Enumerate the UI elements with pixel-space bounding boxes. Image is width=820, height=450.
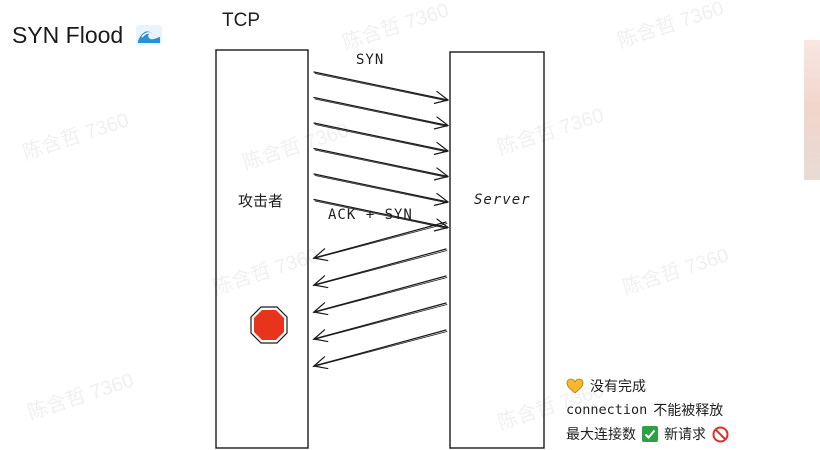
note-line-3: 最大连接数 新请求 (566, 422, 729, 446)
syn-arrow (313, 71, 449, 104)
ack-syn-label: ACK + SYN (328, 207, 413, 223)
syn-arrows (313, 71, 449, 232)
attacker-label: 攻击者 (238, 193, 284, 210)
no-entry-icon (712, 426, 729, 442)
syn-arrow (313, 147, 449, 181)
page-title: SYN Flood (12, 22, 162, 49)
server-box (449, 51, 545, 449)
note-line-1: 没有完成 (566, 374, 729, 398)
syn-arrow (313, 198, 449, 232)
stop-sign-icon (250, 306, 288, 344)
note-cannot-release-text: 不能被释放 (653, 402, 724, 418)
syn-arrow (313, 96, 449, 130)
ack-syn-arrow (312, 302, 448, 343)
edge-image-strip (804, 40, 820, 180)
syn-arrow (313, 173, 449, 206)
ack-syn-arrow (312, 221, 448, 262)
ack-syn-arrows (312, 221, 448, 370)
note-connection-code: connection (566, 402, 648, 418)
ack-syn-arrow (312, 275, 448, 316)
heart-icon (566, 378, 584, 394)
notes-block: 没有完成 connection 不能被释放 最大连接数 新请求 (566, 374, 729, 446)
title-text: SYN Flood (12, 22, 124, 48)
note-incomplete-text: 没有完成 (590, 378, 646, 394)
syn-label: SYN (356, 52, 385, 68)
check-icon (642, 426, 658, 442)
ack-syn-arrow (312, 248, 448, 289)
note-max-connections-text: 最大连接数 (566, 426, 636, 442)
protocol-label: TCP (222, 10, 260, 31)
server-label: Server (474, 192, 531, 208)
syn-arrow (313, 122, 449, 155)
water-wave-icon (135, 25, 162, 45)
ack-syn-arrow (312, 329, 448, 370)
note-line-2: connection 不能被释放 (566, 398, 729, 422)
note-new-request-text: 新请求 (664, 426, 706, 442)
attacker-box (215, 49, 309, 449)
